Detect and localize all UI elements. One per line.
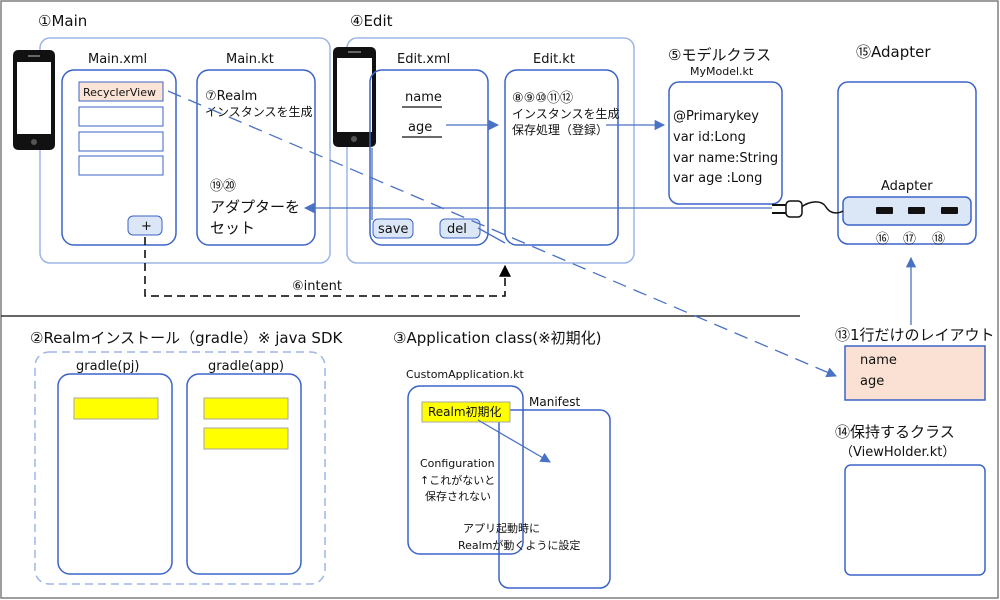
- intent-label: ⑥intent: [292, 279, 342, 294]
- model-line: var id:Long: [673, 130, 746, 145]
- manifest-title: Manifest: [529, 395, 581, 409]
- section-main-title: ①Main: [38, 12, 87, 30]
- gradle-section-box: [34, 351, 326, 585]
- holder-file-name: （ViewHolder.kt）: [840, 445, 955, 460]
- startup-note2: Realmが動くように設定: [458, 538, 580, 552]
- section-app-title: ③Application class(※初期化): [393, 329, 602, 347]
- main-step-realm: ⑦Realm: [205, 89, 257, 104]
- main-step-realm-text: インスタンスを生成: [205, 105, 313, 119]
- config-note1: ↑これがないと: [420, 473, 495, 487]
- link-del-to-kt: [477, 227, 506, 244]
- gradle-pj-box: [57, 373, 173, 575]
- edit-age-field[interactable]: age: [408, 120, 432, 135]
- row-field: age: [860, 374, 884, 389]
- edit-kt-title: Edit.kt: [533, 52, 575, 67]
- edit-xml-title: Edit.xml: [397, 52, 450, 67]
- recyclerview-label: RecyclerView: [83, 86, 156, 99]
- phone-icon-main: [13, 50, 55, 150]
- delete-button-label: del: [447, 222, 467, 237]
- save-button[interactable]: [372, 218, 414, 239]
- port-label: ⑯: [876, 232, 889, 247]
- adapter-label: Adapter: [881, 179, 933, 194]
- app-file-name: CustomApplication.kt: [406, 368, 524, 381]
- config-label: Configuration: [420, 457, 495, 470]
- section-holder-title: ⑭保持するクラス: [835, 423, 955, 441]
- list-item[interactable]: [78, 131, 164, 152]
- list-item[interactable]: [78, 106, 164, 127]
- main-step-adapter-line2: セット: [210, 219, 255, 237]
- socket-icon: [876, 207, 893, 214]
- gradle-pj-title: gradle(pj): [76, 359, 139, 374]
- add-button-label: +: [141, 219, 152, 234]
- section-gradle-title: ②Realmインストール（gradle）※ java SDK: [30, 329, 343, 347]
- edit-step-text1: インスタンスを生成: [512, 107, 620, 121]
- main-step-adapter-num: ⑲⑳: [210, 179, 236, 194]
- model-box: [668, 81, 783, 205]
- arrow-recycler-to-row: [167, 90, 837, 378]
- port-label: ⑱: [932, 232, 945, 247]
- gradle-pj-highlight: [73, 397, 159, 420]
- edit-kt-box: [504, 69, 619, 246]
- config-note2: 保存されない: [425, 489, 491, 503]
- edit-name-field[interactable]: name: [405, 90, 442, 105]
- model-file-name: MyModel.kt: [690, 65, 754, 78]
- holder-box: [844, 464, 986, 576]
- model-line: var age :Long: [673, 171, 762, 186]
- section-edit-title: ④Edit: [350, 12, 393, 30]
- manifest-box: [498, 409, 611, 589]
- main-xml-box: [61, 69, 177, 246]
- row-layout-box: [844, 345, 986, 401]
- realm-init-label: Realm初期化: [428, 405, 502, 419]
- add-button[interactable]: [127, 215, 163, 236]
- edit-section-box: [346, 37, 635, 264]
- port-label: ⑰: [903, 232, 916, 247]
- main-section-box: [39, 37, 331, 264]
- edit-steps: ⑧⑨⑩⑪⑫: [512, 91, 573, 106]
- gradle-app-highlight: [203, 427, 289, 450]
- model-line: @Primarykey: [673, 109, 759, 124]
- gradle-app-box: [186, 373, 302, 575]
- plug-icon: [772, 200, 844, 218]
- recyclerview-box[interactable]: [78, 81, 164, 102]
- socket-icon: [908, 207, 925, 214]
- intent-connector: [144, 237, 511, 297]
- save-button-label: save: [378, 222, 408, 237]
- main-step-adapter-line1: アダプターを: [210, 198, 300, 216]
- main-xml-title: Main.xml: [88, 52, 147, 67]
- section-row-title: ⑬1行だけのレイアウト: [835, 326, 995, 344]
- phone-icon-edit: [333, 47, 376, 147]
- gradle-app-title: gradle(app): [208, 359, 284, 374]
- adapter-box: [837, 81, 977, 245]
- custom-application-box: [407, 385, 524, 555]
- realm-init-box: [421, 401, 511, 423]
- main-kt-box: [196, 69, 316, 246]
- section-adapter-title: ⑮Adapter: [856, 43, 931, 61]
- gradle-app-highlight: [203, 397, 289, 420]
- startup-note1: アプリ起動時に: [463, 521, 540, 535]
- row-field: name: [860, 353, 897, 368]
- edit-xml-box: [369, 69, 489, 246]
- edit-step-text2: 保存処理（登録）: [512, 122, 608, 137]
- section-model-title: ⑤モデルクラス: [668, 46, 771, 64]
- list-item[interactable]: [78, 155, 164, 176]
- model-line: var name:String: [673, 151, 778, 166]
- main-kt-title: Main.kt: [226, 52, 274, 67]
- arrow-init-to-manifest: [477, 419, 551, 463]
- socket-icon: [941, 207, 958, 214]
